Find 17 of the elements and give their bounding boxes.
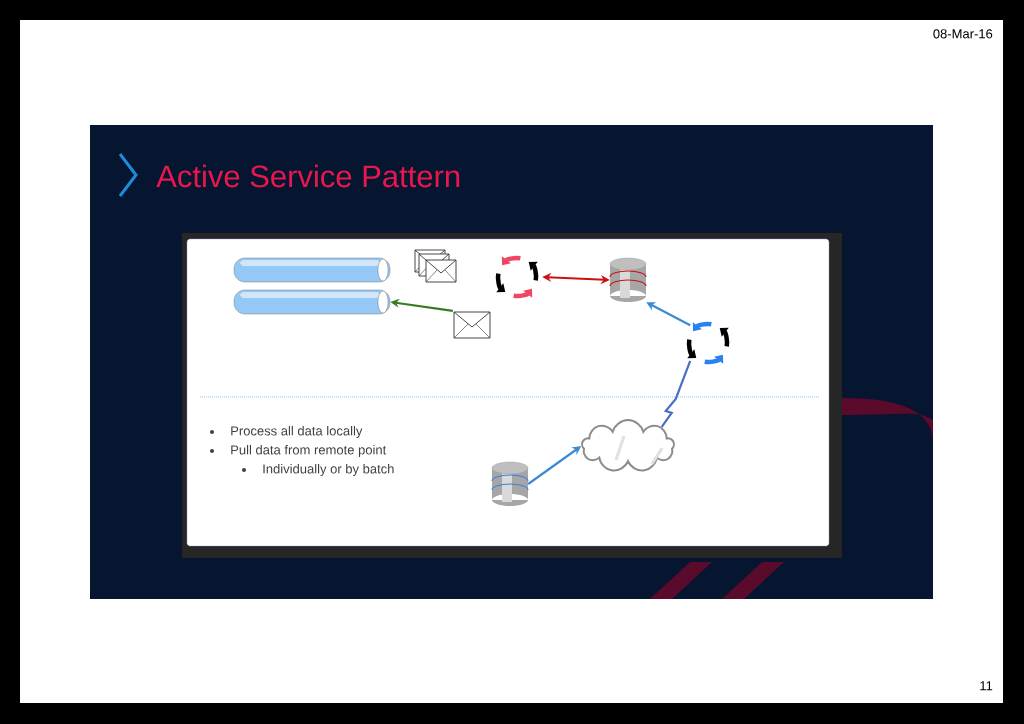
database-icon [609,257,647,302]
bullet-item: Process all data locally [231,425,363,439]
title: Active Service Pattern [156,164,460,188]
sync-icon [495,255,539,299]
arrow [646,302,691,327]
envelope-icon [453,311,491,339]
cloud-icon [581,419,675,472]
bullet-item: Individually or by batch [263,463,394,477]
envelope-stack-icon [414,249,457,283]
page-label: 08-Mar-16 [933,29,993,39]
bullet-item: Pull data from remote point [231,444,387,458]
sync-icon [686,321,730,365]
pipe [233,289,391,315]
pipe [233,257,391,283]
page-label: 11 [980,681,993,691]
database-icon [491,461,529,506]
lightning-connector [660,360,692,428]
